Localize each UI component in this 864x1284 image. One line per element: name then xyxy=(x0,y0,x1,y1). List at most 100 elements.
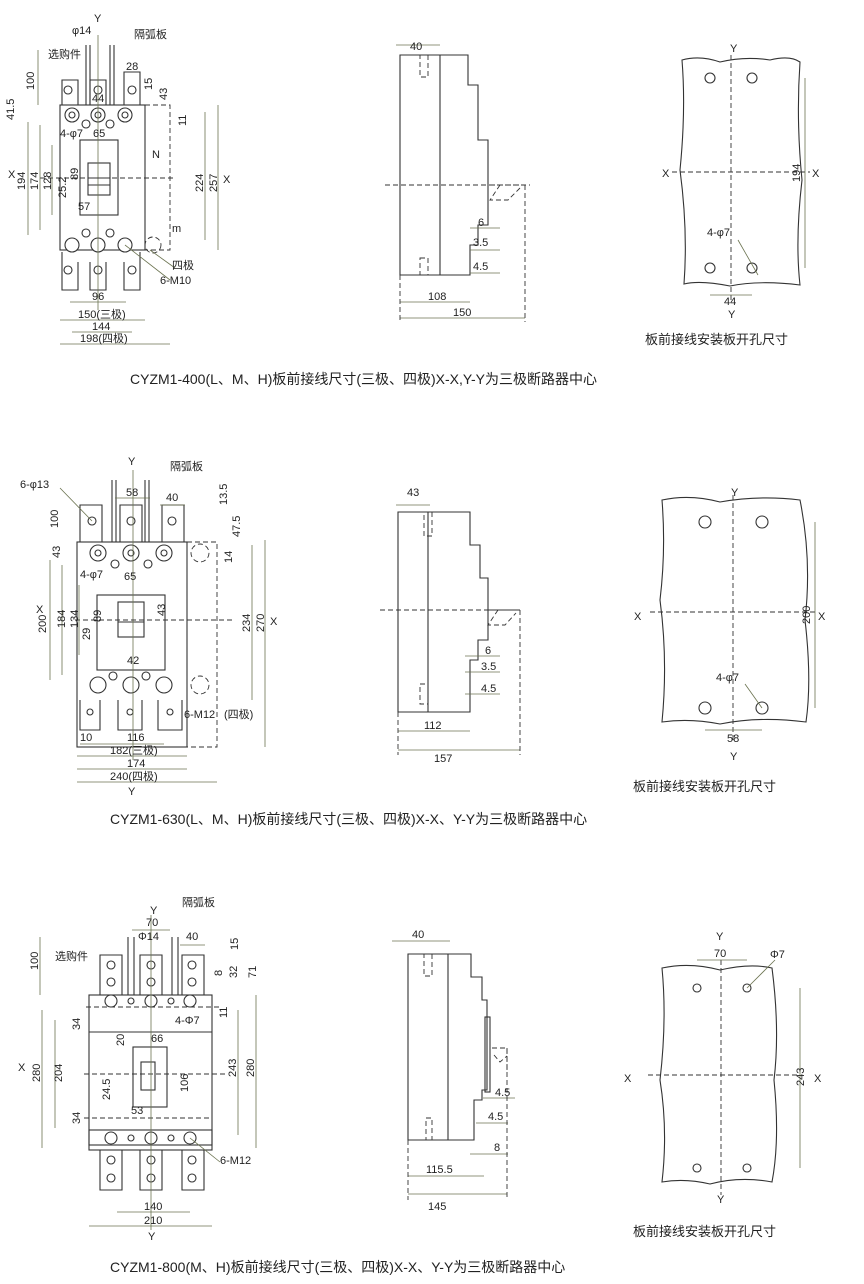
label-m: m xyxy=(172,223,181,235)
dim-43: 43 xyxy=(158,88,170,100)
front-view-800 xyxy=(39,915,257,1230)
dim-40: 40 xyxy=(410,41,422,53)
dim-184: 184 xyxy=(56,610,68,628)
dim-134: 134 xyxy=(69,610,81,628)
label-y-bottom: Y xyxy=(128,786,136,798)
label-n: N xyxy=(152,149,160,161)
dim-40: 40 xyxy=(186,931,198,943)
dim-280-left: 280 xyxy=(31,1064,43,1082)
dim-100: 100 xyxy=(25,72,37,90)
label-arc-barrier: 隔弧板 xyxy=(182,895,215,909)
dim-106: 106 xyxy=(179,1074,191,1092)
label-y-bottom: Y xyxy=(717,1194,725,1206)
dim-65: 65 xyxy=(124,571,136,583)
label-four-pole: 四极 xyxy=(172,258,194,272)
dim-194: 194 xyxy=(16,172,28,190)
panel-cutout-800 xyxy=(648,959,801,1195)
dim-11: 11 xyxy=(177,115,189,126)
front-view-400 xyxy=(27,35,219,345)
dim-224: 224 xyxy=(194,174,206,192)
dim-144: 144 xyxy=(92,321,110,333)
dim-6: 6 xyxy=(485,645,491,657)
label-holes: 4-φ7 xyxy=(707,227,730,239)
label-holes: 4-Φ7 xyxy=(175,1015,200,1027)
label-y-axis: Y xyxy=(94,13,102,25)
dim-70: 70 xyxy=(146,917,158,929)
dim-200: 200 xyxy=(37,615,49,633)
label-x-left: X xyxy=(8,169,16,181)
dim-14: 14 xyxy=(223,551,235,563)
dim-15: 15 xyxy=(143,78,155,90)
side-view-630 xyxy=(380,504,521,755)
dim-116: 116 xyxy=(127,732,145,744)
label-phi7: Φ7 xyxy=(770,949,785,961)
dim-34-top: 34 xyxy=(71,1018,83,1030)
dim-100: 100 xyxy=(29,952,41,970)
label-x-left: X xyxy=(634,611,642,623)
dim-100: 100 xyxy=(49,510,61,528)
dim-8: 8 xyxy=(213,970,225,976)
dim-198-four-pole: 198(四极) xyxy=(80,331,128,345)
dim-89: 89 xyxy=(92,610,104,622)
dim-4-5-bottom: 4.5 xyxy=(488,1111,503,1123)
section-caption: CYZM1-400(L、M、H)板前接线尺寸(三极、四极)X-X,Y-Y为三极断… xyxy=(130,371,597,387)
dim-128: 128 xyxy=(42,172,54,190)
section-cyzm1-630: Y 隔弧板 6-φ13 58 40 13.5 100 47.5 43 14 4-… xyxy=(20,456,826,827)
label-optional-part: 选购件 xyxy=(55,949,88,963)
label-optional-part: 选购件 xyxy=(48,47,81,61)
dim-280-right: 280 xyxy=(245,1059,257,1077)
dim-43: 43 xyxy=(407,487,419,499)
dim-57: 57 xyxy=(78,201,90,213)
label-y-bottom: Y xyxy=(728,309,736,321)
label-four-pole: (四极) xyxy=(224,707,253,721)
dim-89: 89 xyxy=(69,168,81,180)
dim-24-5: 24.5 xyxy=(101,1079,113,1100)
dim-44: 44 xyxy=(92,93,104,105)
dim-3-5: 3.5 xyxy=(481,661,496,673)
dim-58: 58 xyxy=(126,487,138,499)
dim-3-5: 3.5 xyxy=(473,237,488,249)
dim-182-three-pole: 182(三极) xyxy=(110,743,158,757)
dim-4-5: 4.5 xyxy=(481,683,496,695)
dim-13-5: 13.5 xyxy=(218,484,230,505)
dim-8: 8 xyxy=(494,1142,500,1154)
dim-145: 145 xyxy=(428,1201,446,1213)
dim-70: 70 xyxy=(714,948,726,960)
section-cyzm1-400: Y φ14 隔弧板 选购件 100 28 15 43 44 41.5 4-φ7 … xyxy=(5,13,820,387)
dim-174: 174 xyxy=(29,172,41,190)
label-x-left: X xyxy=(662,168,670,180)
dim-174: 174 xyxy=(127,758,145,770)
section-caption: CYZM1-800(M、H)板前接线尺寸(三极、四极)X-X、Y-Y为三极断路器… xyxy=(110,1259,565,1275)
dim-11: 11 xyxy=(218,1007,230,1018)
dim-44: 44 xyxy=(724,296,736,308)
label-y-bottom: Y xyxy=(148,1231,156,1243)
dim-40: 40 xyxy=(166,492,178,504)
dim-53: 53 xyxy=(131,1105,143,1117)
label-x-left: X xyxy=(36,604,44,616)
dim-150: 150 xyxy=(453,307,471,319)
label-holes-7: 4-φ7 xyxy=(80,569,103,581)
dim-40: 40 xyxy=(412,929,424,941)
label-y-top: Y xyxy=(128,456,136,468)
label-x-right: X xyxy=(818,611,826,623)
dim-58: 58 xyxy=(727,733,739,745)
label-screws: 6-M12 xyxy=(184,709,215,721)
label-arc-barrier: 隔弧板 xyxy=(170,459,203,473)
dim-29: 29 xyxy=(81,628,93,640)
dim-200: 200 xyxy=(801,606,813,624)
dim-42: 42 xyxy=(127,655,139,667)
label-x-right: X xyxy=(270,616,278,628)
panel-cutout-630 xyxy=(650,495,816,740)
dim-96: 96 xyxy=(92,291,104,303)
dim-10: 10 xyxy=(80,732,92,744)
label-phi14: φ14 xyxy=(72,25,91,37)
dim-15: 15 xyxy=(229,938,241,950)
panel-caption: 板前接线安装板开孔尺寸 xyxy=(633,779,776,794)
dim-115-5: 115.5 xyxy=(426,1164,453,1176)
label-y-top: Y xyxy=(731,487,739,499)
dim-4-5: 4.5 xyxy=(473,261,488,273)
dim-243: 243 xyxy=(795,1068,807,1086)
dim-112: 112 xyxy=(424,720,442,732)
dim-47-5: 47.5 xyxy=(231,516,243,537)
